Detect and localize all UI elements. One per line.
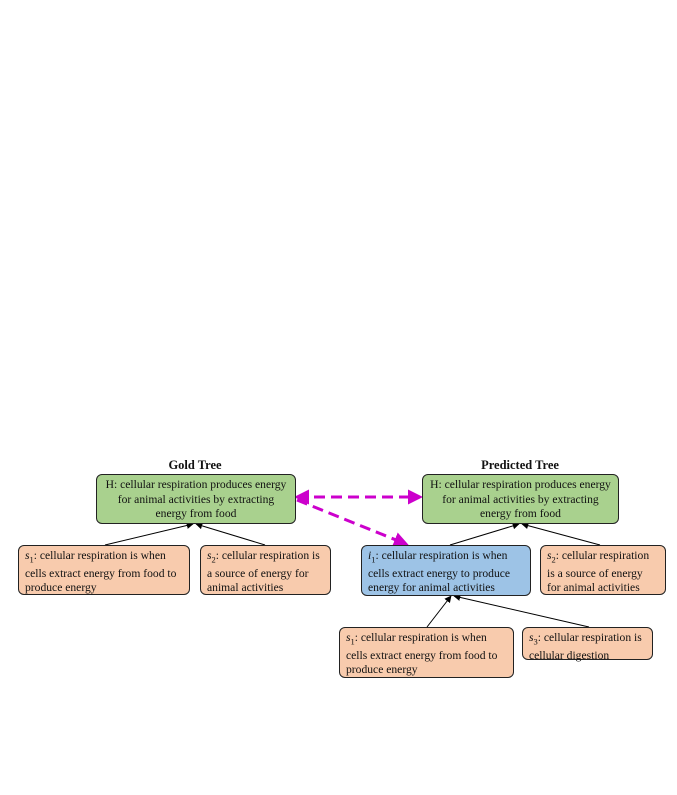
predicted-s1-node: s1: cellular respiration is when cells e… xyxy=(339,627,514,678)
pred-edge-s2-to-h xyxy=(521,522,601,546)
predicted-s1-text: : cellular respiration is when cells ext… xyxy=(346,631,498,677)
predicted-s3-label: s3 xyxy=(529,631,538,647)
predicted-i1-label: i1 xyxy=(368,549,376,565)
predicted-i1-text: : cellular respiration is when cells ext… xyxy=(368,549,511,595)
predicted-hypothesis-text: H: cellular respiration produces energy … xyxy=(430,478,611,520)
predicted-i1-node: i1: cellular respiration is when cells e… xyxy=(361,545,531,596)
gold-s2-node: s2: cellular respiration is a source of … xyxy=(200,545,331,595)
gold-s1-label: s1 xyxy=(25,549,34,565)
predicted-tree-title: Predicted Tree xyxy=(481,458,559,472)
alignment-arrow-h-to-i1 xyxy=(296,498,409,547)
predicted-s1-label: s1 xyxy=(346,631,355,647)
predicted-s2-node: s2: cellular respiration is a source of … xyxy=(540,545,666,595)
gold-s2-label: s2 xyxy=(207,549,216,565)
gold-s1-node: s1: cellular respiration is when cells e… xyxy=(18,545,190,595)
pred-edge-s1-to-i1 xyxy=(426,595,452,628)
gold-hypothesis-node: H: cellular respiration produces energy … xyxy=(96,474,296,524)
gold-hypothesis-text: H: cellular respiration produces energy … xyxy=(105,478,287,520)
predicted-s2-text: : cellular respiration is a source of en… xyxy=(547,549,650,595)
predicted-s2-label: s2 xyxy=(547,549,556,565)
pred-edge-i1-to-h xyxy=(449,522,520,546)
gold-s1-text: : cellular respiration is when cells ext… xyxy=(25,549,177,595)
gold-edge-s1-to-h xyxy=(104,522,194,546)
predicted-s3-node: s3: cellular respiration is cellular dig… xyxy=(522,627,653,662)
predicted-hypothesis-node: H: cellular respiration produces energy … xyxy=(422,474,619,524)
predicted-s3-text: : cellular respiration is cellular diges… xyxy=(529,631,642,662)
gold-s2-text: : cellular respiration is a source of en… xyxy=(207,549,320,595)
gold-tree-title: Gold Tree xyxy=(168,458,222,472)
gold-edge-s2-to-h xyxy=(195,522,266,546)
pred-edge-s3-to-i1 xyxy=(453,593,590,628)
